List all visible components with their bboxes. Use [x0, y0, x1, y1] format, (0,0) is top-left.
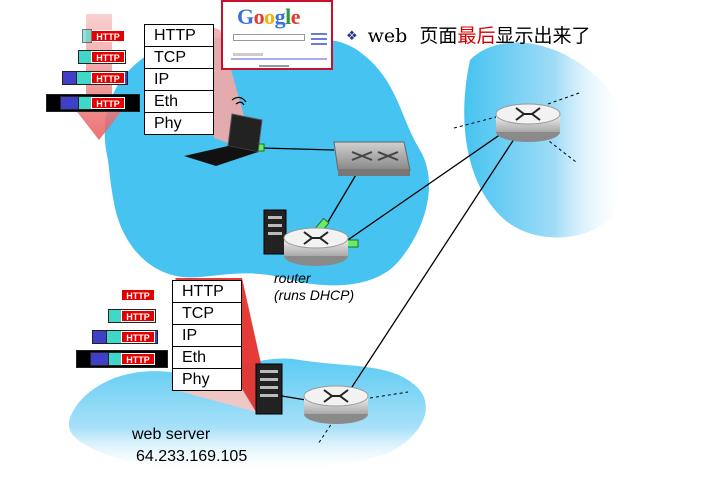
web-server-ip: 64.233.169.105 [136, 448, 248, 465]
client-protocol-stack: HTTP TCP IP Eth Phy [144, 24, 214, 135]
bullet-icon: ❖ [346, 29, 358, 44]
browser-page-thumbnail: Google [221, 0, 333, 70]
link-router-core [341, 124, 515, 245]
client-ip-tcp-header [76, 71, 92, 85]
server-ip-tcp-header [106, 330, 122, 344]
web-server-name: web server [132, 426, 211, 443]
slide-caption: ❖ web 页面最后显示出来了 [346, 21, 590, 48]
link-server-router-right [369, 391, 409, 399]
link-laptop-switch [261, 147, 335, 151]
link-core-server-router [349, 129, 521, 391]
server-tcp-payload: HTTP [121, 310, 155, 322]
search-buttons [233, 43, 303, 56]
link-switch-router [321, 167, 361, 233]
client-eth-payload: HTTP [91, 97, 125, 109]
client-router-icon [283, 227, 349, 266]
client-ip-payload: HTTP [91, 72, 125, 84]
server-layer-phy: Phy [182, 371, 210, 388]
server-ip-payload: HTTP [121, 331, 155, 343]
client-eth-ip-header [60, 96, 80, 110]
client-layer-tcp: TCP [145, 47, 213, 69]
server-http-tag: HTTP [121, 289, 155, 301]
caption-mid1: 页面 [419, 25, 458, 47]
client-layer-ip: IP [145, 69, 213, 91]
link-server-router-down [317, 419, 335, 445]
client-tcp-payload: HTTP [91, 51, 125, 63]
client-http-tag: HTTP [91, 30, 125, 42]
server-protocol-stack: HTTP TCP IP Eth Phy [172, 280, 242, 391]
client-laptop-icon [184, 96, 263, 166]
link-server-router-left [281, 395, 307, 401]
server-layer-tcp: TCP [173, 303, 241, 325]
core-router-icon [495, 103, 561, 142]
router-label: router (runs DHCP) [274, 270, 354, 304]
router-label-line1: router [274, 270, 311, 286]
client-layer-http: HTTP [145, 25, 213, 47]
switch-icon [333, 141, 411, 176]
dhcp-server-icon [263, 209, 287, 255]
caption-mid2: 显示出来了 [495, 25, 591, 47]
side-links [311, 33, 327, 48]
footer-links [231, 58, 327, 60]
client-eth-tcp-header [78, 96, 92, 110]
server-router-icon [303, 385, 369, 424]
client-layer-eth: Eth [145, 91, 213, 113]
client-http-ghost [82, 29, 92, 43]
caption-highlight: 最后 [457, 25, 496, 47]
server-layer-ip: IP [173, 325, 241, 347]
server-eth-payload: HTTP [121, 353, 155, 365]
caption-prefix: web [367, 25, 408, 47]
footer-copyright [259, 65, 289, 67]
router-label-line2: (runs DHCP) [274, 287, 355, 303]
server-layer-http: HTTP [173, 281, 241, 303]
web-server-icon [255, 363, 283, 415]
server-eth-tcp-header [108, 352, 122, 366]
search-box [233, 34, 305, 41]
link-core-left [453, 115, 501, 129]
server-layer-eth: Eth [173, 347, 241, 369]
server-eth-ip-header [90, 352, 110, 366]
google-logo: Google [237, 4, 301, 29]
web-server-label: web server 64.233.169.105 [132, 424, 247, 468]
link-core-top [547, 91, 583, 105]
client-layer-phy: Phy [154, 115, 182, 132]
